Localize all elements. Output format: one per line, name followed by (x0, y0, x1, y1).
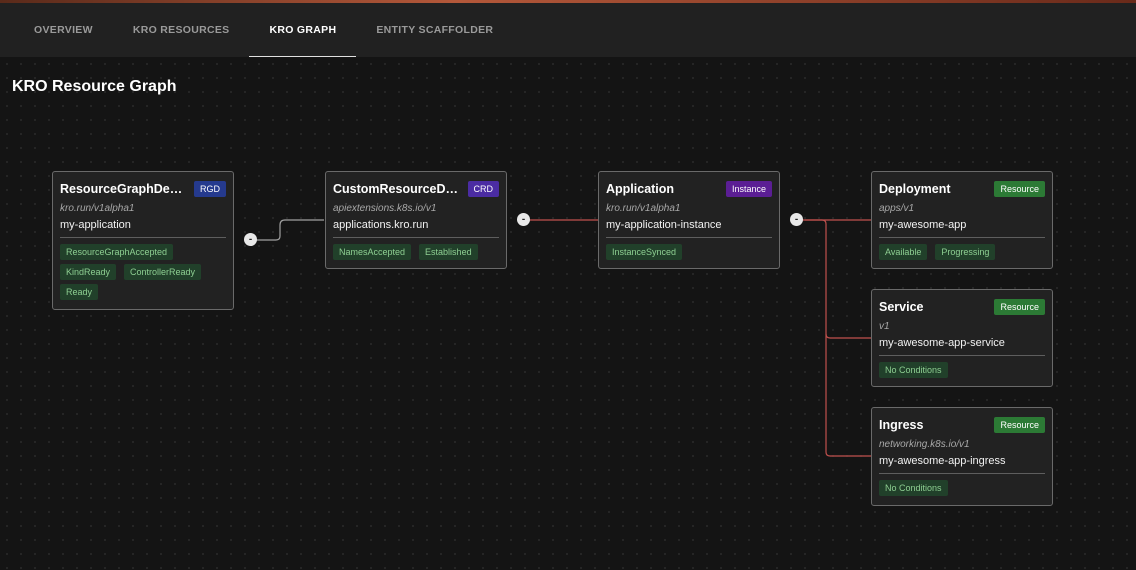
resource-name: my-awesome-app (879, 219, 1045, 238)
condition-chip: NamesAccepted (333, 244, 412, 260)
edge-application-service (805, 219, 871, 339)
api-version: networking.k8s.io/v1 (879, 439, 970, 450)
condition-chip: InstanceSynced (606, 244, 683, 260)
node-title: Deployment (879, 181, 951, 196)
api-version: apiextensions.k8s.io/v1 (333, 203, 437, 214)
kind-badge: Resource (994, 298, 1045, 315)
node-ingress[interactable]: Ingress Resource networking.k8s.io/v1 my… (871, 407, 1053, 506)
condition-chip: ControllerReady (124, 264, 202, 280)
condition-chip: Established (419, 244, 478, 260)
top-accent-bar (0, 0, 1136, 3)
tab-entity-scaffolder[interactable]: ENTITY SCAFFOLDER (376, 24, 494, 36)
resource-name: my-awesome-app-ingress (879, 455, 1045, 474)
kind-badge: Resource (994, 416, 1045, 433)
kind-badge: CRD (467, 180, 499, 197)
node-crd[interactable]: CustomResourceDef... CRD apiextensions.k… (325, 171, 507, 269)
condition-chip: Available (879, 244, 928, 260)
node-title: Service (879, 299, 924, 314)
condition-chip: Ready (60, 284, 99, 300)
collapse-button-application[interactable]: - (790, 213, 803, 226)
node-title: CustomResourceDef... (333, 181, 459, 196)
node-title: ResourceGraphDefi... (60, 181, 186, 196)
edge-application-ingress (825, 334, 871, 457)
edge-rgd-crd (250, 219, 324, 241)
collapse-button-rgd[interactable]: - (244, 233, 257, 246)
api-version: kro.run/v1alpha1 (60, 203, 135, 214)
tab-kro-resources[interactable]: KRO RESOURCES (132, 24, 230, 36)
tab-kro-graph[interactable]: KRO GRAPH (249, 3, 357, 57)
api-version: v1 (879, 321, 890, 332)
node-title: Application (606, 181, 675, 196)
kind-badge: RGD (194, 180, 226, 197)
kind-badge: Resource (994, 180, 1045, 197)
condition-chip: No Conditions (879, 480, 948, 496)
condition-chip: Progressing (935, 244, 996, 260)
node-application[interactable]: Application Instance kro.run/v1alpha1 my… (598, 171, 780, 269)
condition-chip: ResourceGraphAccepted (60, 244, 174, 260)
tab-bar: OVERVIEW KRO RESOURCES KRO GRAPH ENTITY … (0, 3, 1136, 57)
api-version: apps/v1 (879, 203, 915, 214)
node-deployment[interactable]: Deployment Resource apps/v1 my-awesome-a… (871, 171, 1053, 269)
resource-name: my-awesome-app-service (879, 337, 1045, 356)
node-title: Ingress (879, 417, 924, 432)
api-version: kro.run/v1alpha1 (606, 203, 681, 214)
node-service[interactable]: Service Resource v1 my-awesome-app-servi… (871, 289, 1053, 387)
resource-name: my-application (60, 219, 226, 238)
kind-badge: Instance (725, 180, 772, 197)
condition-chip: No Conditions (879, 362, 948, 378)
resource-name: applications.kro.run (333, 219, 499, 238)
condition-chip: KindReady (60, 264, 117, 280)
page-title: KRO Resource Graph (12, 78, 177, 95)
collapse-button-crd[interactable]: - (517, 213, 530, 226)
node-rgd[interactable]: ResourceGraphDefi... RGD kro.run/v1alpha… (52, 171, 234, 310)
resource-name: my-application-instance (606, 219, 772, 238)
tab-overview[interactable]: OVERVIEW (34, 24, 93, 36)
